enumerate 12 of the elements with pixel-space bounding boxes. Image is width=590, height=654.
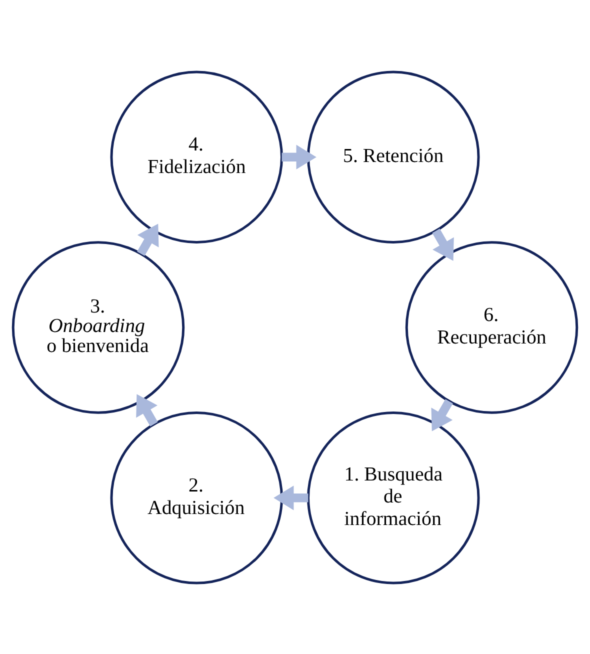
node-circle: 4. Fidelización — [110, 70, 283, 243]
node-circle: 2. Adquisición — [110, 411, 283, 584]
arrow — [274, 485, 308, 510]
arrow — [432, 228, 454, 260]
node-circle: 3. Onboarding o bienvenida — [12, 240, 185, 414]
arrow — [431, 398, 453, 431]
node-circle: 6. Recuperación — [405, 240, 578, 414]
arrow — [136, 394, 158, 426]
node-circle: 1. Busqueda de información — [307, 411, 480, 584]
arrow — [282, 144, 316, 169]
arrow — [137, 223, 159, 256]
node-circle: 5. Retención — [307, 70, 480, 243]
